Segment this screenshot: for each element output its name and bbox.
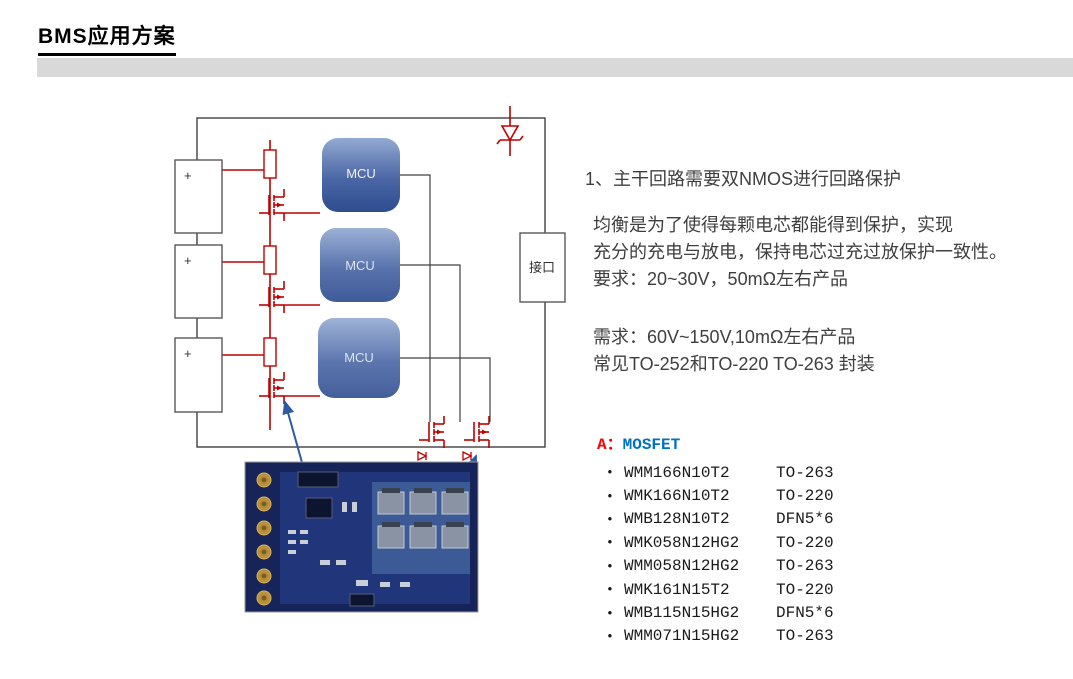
main-nmos-2 — [463, 415, 490, 449]
bullet-icon: • — [606, 628, 614, 644]
list-item: • WMM166N10T2 TO-263 — [606, 461, 866, 484]
package-type: DFN5*6 — [776, 510, 834, 529]
note-point1: 1、主干回路需要双NMOS进行回路保护 — [585, 169, 902, 189]
part-number: WMK166N10T2 — [624, 487, 730, 506]
list-item: • WMK058N12HG2 TO-220 — [606, 531, 866, 554]
balance-line-3: 要求：20~30V，50mΩ左右产品 — [593, 269, 849, 289]
list-item: • WMK166N10T2 TO-220 — [606, 484, 866, 507]
part-number: WMB115N15HG2 — [624, 604, 740, 623]
package-type: TO-220 — [776, 533, 834, 552]
package-type: TO-220 — [776, 487, 834, 506]
note-requirement: 需求：60V~150V,10mΩ左右产品 常见TO-252和TO-220 TO-… — [593, 324, 1073, 378]
package-type: DFN5*6 — [776, 604, 834, 623]
mosfet-label-title: MOSFET — [622, 436, 681, 454]
body-diodes — [417, 450, 473, 462]
mcu-block-3 — [318, 318, 400, 398]
mcu-block-1 — [322, 138, 400, 212]
note-balance: 均衡是为了使得每颗电芯都能得到保护，实现 充分的充电与放电，保持电芯过充过放保护… — [593, 212, 1073, 293]
battery-cells: + + + — [174, 159, 223, 413]
list-item: • WMM071N15HG2 TO-263 — [606, 625, 866, 648]
part-number: WMB128N10T2 — [624, 510, 730, 529]
mcu-block-2 — [320, 228, 400, 302]
mcu-blocks: MCU MCU MCU — [318, 138, 400, 398]
require-line-1: 需求：60V~150V,10mΩ左右产品 — [593, 327, 856, 347]
mcu-label-2: MCU — [345, 258, 375, 273]
part-number: WMM166N10T2 — [624, 463, 730, 482]
battery-cell-1 — [174, 159, 223, 234]
bullet-icon: • — [606, 558, 614, 574]
mcu-label-3: MCU — [344, 350, 374, 365]
main-nmos-1 — [418, 415, 445, 449]
battery-cell-3 — [174, 337, 223, 413]
part-number: WMK161N15T2 — [624, 580, 730, 599]
zener-diode — [496, 106, 524, 156]
bullet-icon: • — [606, 488, 614, 504]
battery-plus-3: + — [184, 346, 192, 361]
interface-box: 接口 — [519, 232, 566, 303]
package-type: TO-263 — [776, 463, 834, 482]
part-number: WMK058N12HG2 — [624, 533, 740, 552]
mosfet-section-header: A：MOSFET — [597, 430, 680, 454]
divider-bar — [37, 58, 1073, 77]
list-item: • WMB128N10T2 DFN5*6 — [606, 508, 866, 531]
balance-line-2: 充分的充电与放电，保持电芯过充过放保护一致性。 — [593, 242, 1007, 262]
package-type: TO-220 — [776, 580, 834, 599]
bullet-icon: • — [606, 465, 614, 481]
mcu-label-1: MCU — [346, 166, 376, 181]
balance-mosfet-2 — [258, 280, 285, 314]
interface-label: 接口 — [529, 260, 555, 275]
balance-line-1: 均衡是为了使得每颗电芯都能得到保护，实现 — [593, 215, 953, 235]
balance-bus — [222, 140, 320, 430]
package-type: TO-263 — [776, 627, 834, 646]
bullet-icon: • — [606, 511, 614, 527]
pcb-photo — [244, 461, 479, 613]
list-item: • WMM058N12HG2 TO-263 — [606, 555, 866, 578]
mosfet-list: • WMM166N10T2 TO-263 • WMK166N10T2 TO-22… — [606, 461, 866, 648]
part-number: WMM071N15HG2 — [624, 627, 740, 646]
circuit-diagram: + + + MCU MCU MCU 接口 — [160, 100, 580, 630]
bullet-icon: • — [606, 605, 614, 621]
balance-mosfet-3 — [258, 371, 285, 405]
battery-plus-1: + — [184, 168, 192, 183]
balance-mosfet-1 — [258, 188, 285, 222]
bullet-icon: • — [606, 582, 614, 598]
page-title: BMS应用方案 — [38, 20, 176, 56]
part-number: WMM058N12HG2 — [624, 557, 740, 576]
package-type: TO-263 — [776, 557, 834, 576]
mcu-output-wires — [400, 174, 491, 422]
mosfet-label-a: A： — [597, 436, 623, 454]
arrow-to-balance-mosfet — [282, 400, 304, 467]
fuses — [263, 149, 277, 367]
battery-cell-2 — [174, 244, 223, 319]
bullet-icon: • — [606, 535, 614, 551]
list-item: • WMB115N15HG2 DFN5*6 — [606, 601, 866, 624]
require-line-2: 常见TO-252和TO-220 TO-263 封装 — [593, 354, 875, 374]
battery-plus-2: + — [184, 253, 192, 268]
list-item: • WMK161N15T2 TO-220 — [606, 578, 866, 601]
